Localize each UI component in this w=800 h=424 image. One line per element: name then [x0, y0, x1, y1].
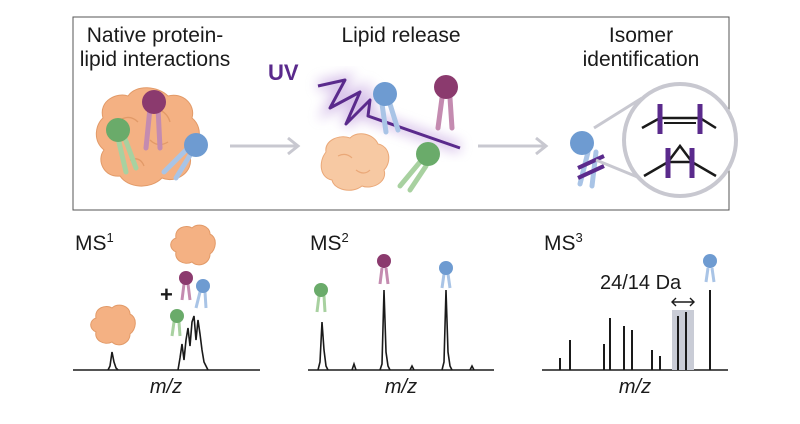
plus-sign: +: [160, 282, 173, 307]
panel2-title-line1: Lipid release: [341, 24, 461, 47]
protein-lipid-complex: [95, 87, 208, 187]
lipid-purple-head: [142, 90, 166, 114]
ms3-trace: [559, 290, 711, 370]
panel3-title: Isomer identification: [546, 24, 736, 72]
spectrum-ms3: [542, 254, 728, 371]
delta-mass-label: 24/14 Da: [600, 272, 682, 294]
lipid-purple-head: [434, 75, 458, 99]
protein-blob: [320, 133, 390, 191]
ms2-xlabel: m/z: [384, 376, 418, 398]
lipid-green-head: [416, 142, 440, 166]
highlight-box: [672, 310, 694, 370]
uv-label: UV: [268, 60, 299, 85]
spectrum-ms2: [308, 254, 494, 371]
arrow-1: [230, 136, 301, 156]
ms2-trace: [317, 289, 475, 371]
panel3-title-line1: Isomer: [608, 24, 674, 47]
panel2-title: Lipid release: [306, 24, 496, 48]
lipid-blue-head: [373, 82, 397, 106]
spectrum-ms1: [73, 224, 260, 371]
ms1-trace: [107, 315, 209, 371]
arrow-2: [478, 136, 549, 156]
uv-release-scene: [316, 72, 462, 193]
ms3-label: MS3: [544, 230, 583, 255]
isomer-scene: [570, 82, 738, 198]
ms3-xlabel: m/z: [618, 376, 652, 398]
ms1-label: MS1: [75, 230, 114, 255]
uv-zigzag-beam: [317, 78, 461, 150]
panel1-title: Native protein- lipid interactions: [60, 24, 250, 72]
ms2-label: MS2: [310, 230, 349, 255]
panel1-title-line2: lipid interactions: [79, 48, 231, 71]
panel1-title-line1: Native protein-: [86, 24, 224, 47]
lipid-blue-head: [570, 131, 594, 155]
ms1-xlabel: m/z: [149, 376, 183, 398]
zoom-circle: [622, 82, 738, 198]
lipid-blue-head: [184, 133, 208, 157]
panel3-title-line2: identification: [582, 48, 700, 71]
lipid-green-head: [106, 118, 130, 142]
